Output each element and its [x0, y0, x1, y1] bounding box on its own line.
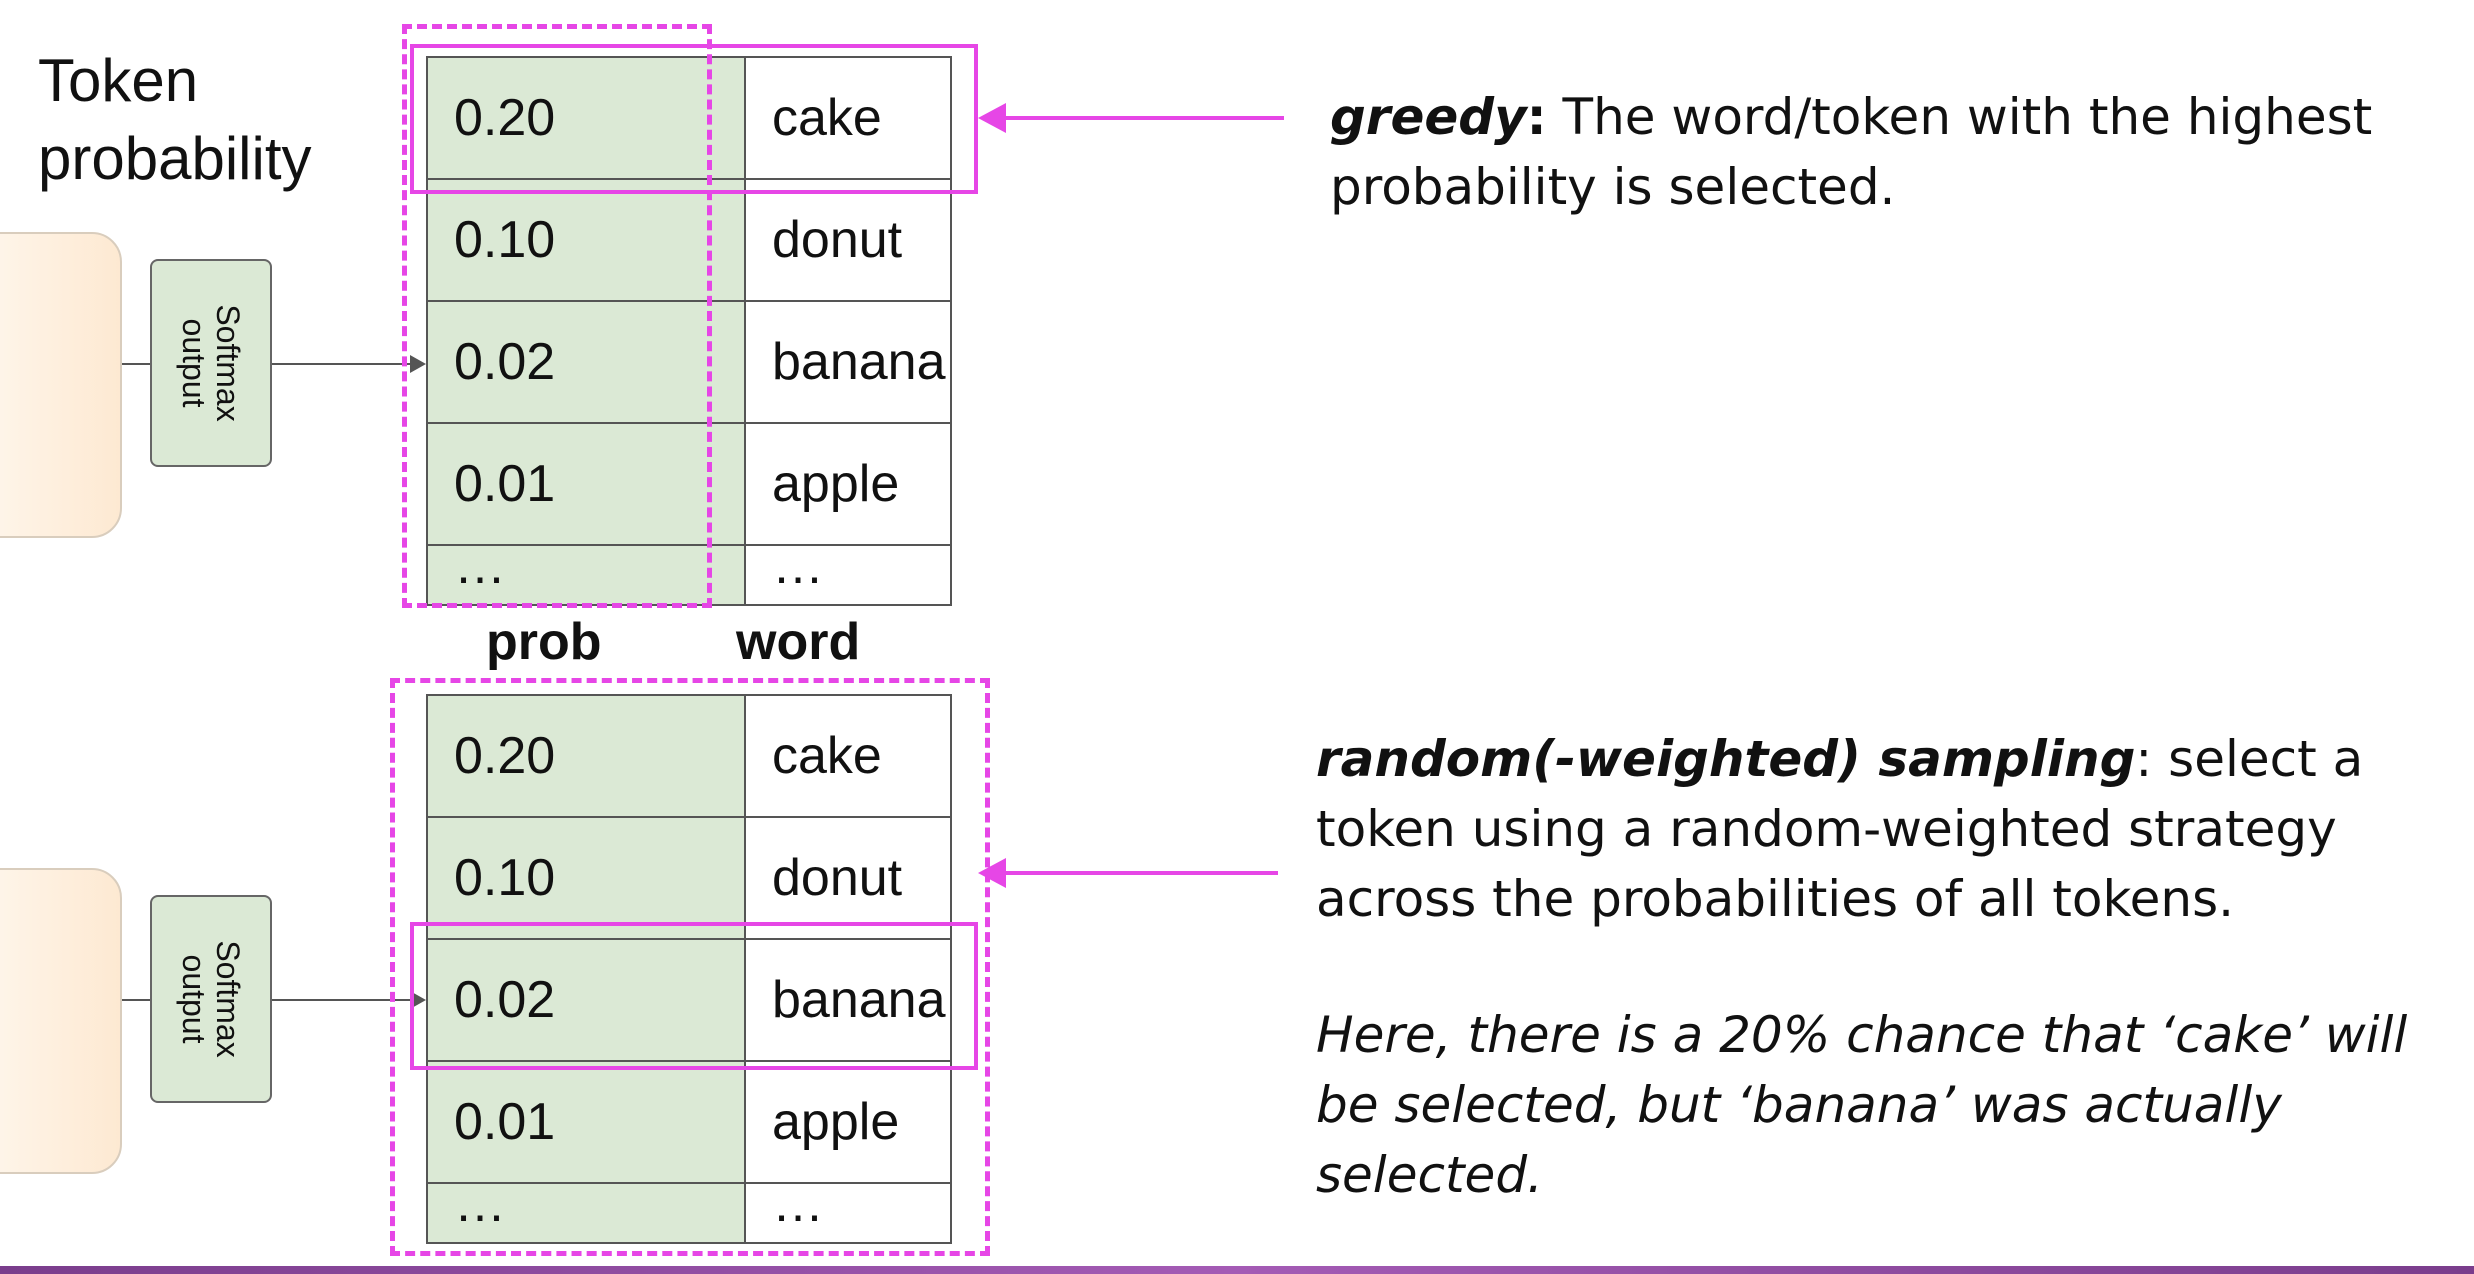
- random-text: select a token using a random-weighted s…: [1316, 730, 2364, 928]
- random-pointer-arrowhead: [978, 858, 1006, 888]
- word-cell: …: [744, 544, 952, 606]
- softmax-box-top: Softmax output: [150, 259, 272, 467]
- softmax-arrow-top: [272, 363, 412, 365]
- table-row: ……: [426, 1182, 952, 1244]
- greedy-text: The word/token with the highest probabil…: [1330, 88, 2373, 216]
- random-sampling-description: random(-weighted) sampling: select a tok…: [1316, 724, 2446, 934]
- word-cell: …: [744, 1182, 952, 1244]
- greedy-colon: :: [1526, 88, 1547, 146]
- prob-column-label: prob: [486, 613, 602, 671]
- connector-bottom: [122, 999, 150, 1001]
- word-cell: cake: [744, 694, 952, 818]
- word-cell: donut: [744, 816, 952, 940]
- llm-block-top: [0, 232, 122, 538]
- prob-cell: 0.10: [426, 816, 746, 940]
- greedy-selection-box: [410, 44, 978, 194]
- softmax-label-bottom: Softmax output: [176, 940, 246, 1058]
- word-cell: banana: [744, 300, 952, 424]
- greedy-pointer-line: [1002, 116, 1284, 120]
- prob-cell: 0.02: [426, 938, 746, 1062]
- greedy-description: greedy: The word/token with the highest …: [1330, 82, 2440, 222]
- all-tokens-highlight: [390, 678, 990, 1256]
- token-probability-heading: Token probability: [38, 42, 312, 198]
- word-cell: apple: [744, 1060, 952, 1184]
- connector-top: [122, 363, 150, 365]
- word-cell: cake: [744, 56, 952, 180]
- softmax-arrow-bottom: [272, 999, 412, 1001]
- prob-cell: 0.20: [426, 694, 746, 818]
- word-cell: banana: [744, 938, 952, 1062]
- random-sampling-note: Here, there is a 20% chance that ‘cake’ …: [1316, 1006, 2408, 1204]
- softmax-box-bottom: Softmax output: [150, 895, 272, 1103]
- greedy-pointer-arrowhead: [978, 103, 1006, 133]
- bottom-accent-bar: [0, 1266, 2474, 1274]
- word-column-label: word: [736, 613, 861, 671]
- random-term: random(-weighted) sampling: [1316, 730, 2136, 788]
- random-pointer-line: [1002, 871, 1278, 875]
- prob-cell: …: [426, 1182, 746, 1244]
- prob-cell: 0.01: [426, 422, 746, 546]
- sampled-selection-box: [410, 922, 978, 1070]
- arrowhead-bottom: [410, 991, 426, 1009]
- prob-column-highlight: [402, 24, 712, 608]
- prob-cell: 0.20: [426, 56, 746, 180]
- llm-block-bottom: [0, 868, 122, 1174]
- heading-line-1: Token: [38, 47, 199, 114]
- table-row: ……: [426, 544, 952, 606]
- arrowhead-top: [410, 355, 426, 373]
- prob-cell: 0.02: [426, 300, 746, 424]
- softmax-label-top: Softmax output: [176, 304, 246, 422]
- heading-line-2: probability: [38, 125, 312, 192]
- prob-cell: 0.10: [426, 178, 746, 302]
- greedy-term: greedy: [1330, 88, 1527, 146]
- random-colon: :: [2135, 730, 2153, 788]
- word-cell: apple: [744, 422, 952, 546]
- word-cell: donut: [744, 178, 952, 302]
- prob-cell: 0.01: [426, 1060, 746, 1184]
